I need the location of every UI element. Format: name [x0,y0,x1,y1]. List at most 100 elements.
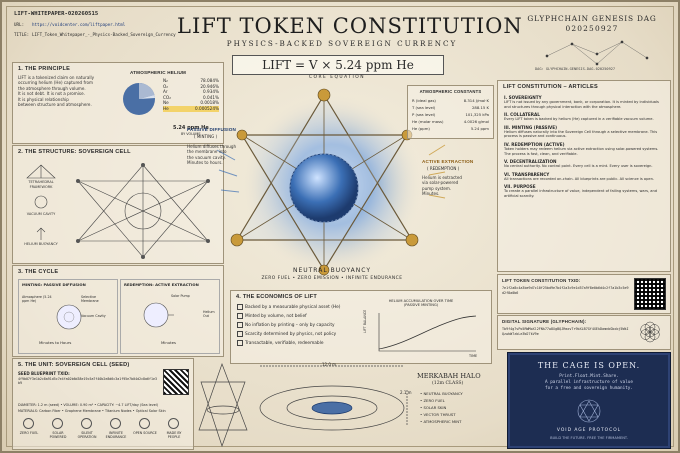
article: IV. REDEMPTION (ACTIVE)Token holders may… [504,141,659,156]
neutral-buoyancy-label: NEUTRAL BUOYANCY [292,267,372,274]
source-url-link[interactable]: https://voidcenter.com/liftpaper.html [32,22,126,27]
he-ppm-caption: BY VOLUME [181,132,201,136]
atmosphere-label: Atmosphere (5.24 ppm He) [22,295,52,303]
constant-row: He (molar mass)4.0026 g/mol [412,119,489,124]
economics-heading: 4. THE ECONOMICS OF LIFT [236,294,317,300]
minting-box: MINTING: PASSIVE DIFFUSION Atmosphere (5… [18,279,118,354]
diffusion-text: Helium diffuses through the membrane int… [187,144,236,166]
halo-height: 2.1 m [400,390,412,395]
halo-diameter: 12.0 m [322,362,337,367]
halo-feature: • ATMOSPHERIC MINT [420,419,462,424]
seed-and-halo-illustration [198,362,408,448]
principle-heading: 1. THE PRINCIPLE [18,66,70,72]
he-ppm-value: 5.24 ppm He [173,125,209,131]
tetrahedron-icon [26,164,56,179]
genesis-title: GLYPHCHAIN GENESIS DAG [527,14,657,23]
extraction-title: ACTIVE EXTRACTION [422,159,474,164]
protocol-motto: BUILD THE FUTURE. FREE THE FIRMAMENT. [550,436,628,440]
minting-title: MINTING: PASSIVE DIFFUSION [22,282,86,287]
people-icon [168,418,179,429]
constant-row: P (sea level)101,325 kPa [412,112,489,117]
extraction-text: Helium is extracted via solar-powered pu… [422,175,462,197]
accumulation-graph [378,313,477,352]
diffusion-line: Helium diffuses through [187,144,237,149]
pie-slice-o2 [139,83,155,99]
halo-title: MERKABAH HALO [417,372,481,380]
constants-panel: ATMOSPHERIC CONSTANTS R (ideal gas)8.314… [407,85,494,139]
economics-point: No inflation by printing – only by capac… [237,321,357,330]
open-source-icon [139,418,150,429]
graph-y-label: LIFT BALANCE [363,309,367,333]
constant-row: R (ideal gas)8.314 J/mol·K [412,98,489,103]
extraction-sub: ( REDEMPTION ) [427,166,460,171]
silent-icon [81,418,92,429]
page-border [6,6,674,447]
diffusion-line: the vacuum cavity. [187,154,226,160]
graph-x-label: TIME [469,354,478,358]
title-label: TITLE: [14,32,30,37]
equation-caption: CORE EQUATION [308,75,366,80]
cycle-heading: 3. THE CYCLE [18,269,59,275]
structure-panel: 2. THE STRUCTURE: SOVEREIGN CELL TETRAHE… [12,145,224,264]
halo-feature: • VECTOR THRUST [420,412,456,417]
infinity-icon [110,418,121,429]
helium-chart-title: ATMOSPHERIC HELIUM [130,70,187,75]
principle-line: It is not debt. It is not a promise. [18,91,85,97]
membrane-label: Selective Membrane [81,295,99,303]
principle-line: between structure and atmosphere. [18,102,92,108]
diffusion-line: Minutes to hours. [187,160,223,166]
solar-icon [52,418,63,429]
main-title: LIFT TOKEN CONSTITUTION [177,14,523,38]
cycle-panel: 3. THE CYCLE MINTING: PASSIVE DIFFUSION … [12,265,224,357]
diffusion-line: the membrane into [187,149,227,155]
vacuum-label: Vacuum Cavity [81,314,106,318]
txid-heading: LIFT TOKEN CONSTITUTION TXID: [502,278,581,283]
extraction-line: Minutes. [422,191,440,197]
principle-line: the atmosphere through volume. [18,85,86,91]
signature-heading: DIGITAL SIGNATURE (GLYPHCHAIN): [502,319,587,324]
diffusion-title: PASSIVE DIFFUSION [187,127,237,132]
economics-panel: 4. THE ECONOMICS OF LIFT Backed by a mea… [230,290,492,364]
unit-panel: 5. THE UNIT: SOVEREIGN CELL (SEED) SEED … [12,358,194,450]
doc-id: LIFT-WHITEPAPER-020260515 [14,11,99,17]
solar-pump-label: Solar Pump [171,294,190,298]
constants-table: R (ideal gas)8.314 J/mol·K T (sea level)… [412,97,489,132]
genesis-id: 020250927 [565,24,619,33]
pie-slice-other [139,95,155,99]
icon-label: OPEN SOURCE [133,431,157,435]
diffusion-sub: ( MINTING ) [194,134,218,139]
economics-point: Backed by a measurable physical asset (H… [237,303,357,312]
unit-materials: MATERIALS: Carbon Fiber • Graphene Membr… [18,409,166,413]
merkaba-illustration [217,88,446,276]
principle-line: occurring helium (He) captured from [18,80,93,86]
principle-line: LIFT is a tokenized claim on naturally [18,75,95,80]
extraction-line: pump system. [422,185,452,191]
minutes-label: Minutes [161,340,176,345]
cage-line-2: A parallel infrastructure of value [545,380,633,385]
constants-heading: ATMOSPHERIC CONSTANTS [419,89,482,94]
seed-of-life-icon [640,321,660,343]
txid-panel: LIFT TOKEN CONSTITUTION TXID: 7e1f2a8c4a… [497,274,671,314]
subtitle: PHYSICS-BACKED SOVEREIGN CURRENCY [226,39,458,48]
buoyancy-icon [36,227,46,240]
label-tetrahedral: TETRAHEDRAL FRAMEWORK [28,180,54,189]
economics-point: Transactable, verifiable, redeemable [237,339,357,348]
cage-title: THE CAGE IS OPEN. [537,361,641,370]
duration-label: Minutes to Hours [39,340,72,345]
accumulation-curve [378,315,477,350]
structure-heading: 2. THE STRUCTURE: SOVEREIGN CELL [18,149,131,155]
extraction-line: via solar-powered [422,180,459,186]
txid-qr-code[interactable] [634,278,666,310]
blueprint-qr-code[interactable] [163,369,189,395]
signature-value: Tb9f4g7vPo5RWMoXl2FNk77w8XgBQJRmxvTr9bXL… [502,327,629,336]
atmosphere-pie-chart [123,83,155,115]
halo-feature: • ZERO FUEL [420,398,445,403]
